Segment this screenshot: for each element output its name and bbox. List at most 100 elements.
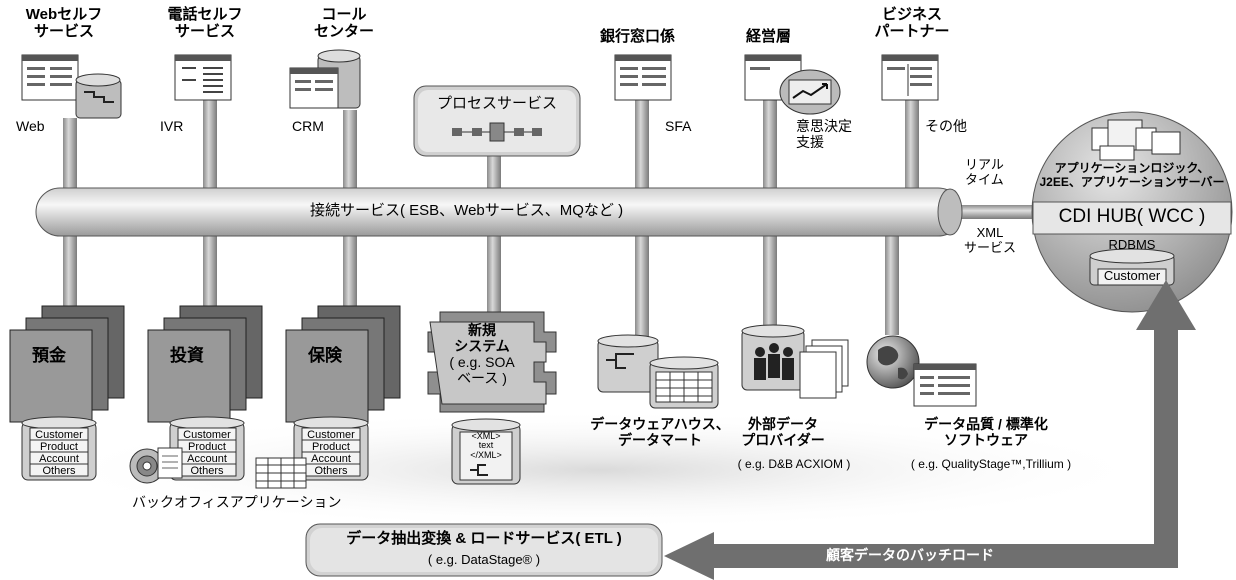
dw-label: データウェアハウス、 データマート xyxy=(580,416,740,448)
ivr-screen-icon xyxy=(174,54,232,101)
call-center-line2: センター xyxy=(313,23,374,41)
xml-doc-label: <XML> text </XML> xyxy=(460,431,512,460)
quality-label: データ品質 / 標準化 ソフトウェア xyxy=(906,416,1066,448)
channel-decision-label: 意思決定 支援 xyxy=(796,118,852,150)
investment-server-stack-icon xyxy=(147,305,263,423)
ext-provider-example: ( e.g. D&B ACXIOM ) xyxy=(737,457,851,471)
bus-label: 接続サービス( ESB、Webサービス、MQなど ) xyxy=(310,202,624,219)
deposit-db-row-box xyxy=(29,463,89,477)
batch-load-arrow xyxy=(664,280,1196,580)
top-pipes xyxy=(63,88,919,198)
web-self-label: Webセルフ サービス xyxy=(14,6,114,41)
batch-load-label: 顧客データのバッチロード xyxy=(826,547,994,563)
bottom-pipes xyxy=(63,235,899,345)
deposit-db-row-text: Customer xyxy=(35,429,83,441)
process-service-label: プロセスサービス xyxy=(436,95,557,112)
call-center-line1: コール xyxy=(321,6,367,23)
new-system-line3: ( e.g. SOA xyxy=(449,354,515,371)
dw-line2: データマート xyxy=(618,432,702,449)
etl-example: ( e.g. DataStage® ) xyxy=(427,552,541,567)
xml-service-line2: サービス xyxy=(963,239,1016,255)
hub-database-icon xyxy=(1089,248,1175,286)
xml-doc-line2: text xyxy=(478,440,494,451)
decision-support-icon xyxy=(744,54,841,115)
call-center-label: コール センター xyxy=(294,6,394,41)
deposit-db-row-text: Product xyxy=(40,441,78,453)
new-system-line1: 新規 xyxy=(468,322,496,338)
data-warehouse-icon xyxy=(597,334,719,409)
cd-disc-icon xyxy=(129,447,183,484)
insurance-db-row-text: Account xyxy=(311,453,351,465)
tel-self-line1: 電話セルフ xyxy=(167,6,243,23)
sfa-screen-icon xyxy=(614,54,672,101)
xml-doc-line3: </XML> xyxy=(470,449,502,460)
quality-line1: データ品質 / 標準化 xyxy=(924,416,1048,432)
channel-other-label: その他 xyxy=(925,118,967,134)
xml-doc-line1: <XML> xyxy=(471,431,501,441)
hub-app-logic-line2: J2EE、アプリケーションサーバー xyxy=(1039,174,1225,189)
ext-provider-line1: 外部データ xyxy=(748,416,818,432)
bank-teller-label: 銀行窓口係 xyxy=(600,28,676,45)
web-self-line2: サービス xyxy=(33,23,94,41)
channel-ivr-label: IVR xyxy=(160,118,184,134)
channel-decision-line1: 意思決定 xyxy=(796,118,852,134)
investment-db-row-text: Product xyxy=(188,441,226,453)
partner-screen-icon xyxy=(881,54,939,101)
hub-app-logic-line1: アプリケーションロジック、 xyxy=(1054,161,1210,175)
external-provider-icon xyxy=(741,324,849,399)
connection-bus xyxy=(35,187,963,237)
deposit-server-stack-icon xyxy=(9,305,125,423)
tel-self-line2: サービス xyxy=(174,23,235,41)
investment-label: 投資 xyxy=(170,346,204,365)
back-office-label: バックオフィスアプリケーション xyxy=(132,494,342,510)
realtime-line2: タイム xyxy=(965,171,1004,187)
web-self-line1: Webセルフ xyxy=(25,6,103,23)
channel-decision-line2: 支援 xyxy=(796,134,824,151)
quality-example: ( e.g. QualityStage™,Trillium ) xyxy=(910,457,1072,471)
management-label: 経営層 xyxy=(746,28,792,45)
business-partner-line1: ビジネス xyxy=(881,6,942,23)
globe-icon xyxy=(866,335,920,389)
hub-app-logic-label: アプリケーションロジック、 J2EE、アプリケーションサーバー xyxy=(1036,161,1228,190)
deposit-label: 預金 xyxy=(32,346,66,365)
xml-service-label: XML サービス xyxy=(960,225,1020,256)
insurance-label: 保険 xyxy=(308,346,342,365)
web-screen-icon xyxy=(21,54,122,119)
deposit-db-row-text: Others xyxy=(42,465,76,477)
new-system-label: 新規 システム ( e.g. SOA ベース ) xyxy=(430,322,534,386)
insurance-server-stack-icon xyxy=(285,305,401,423)
realtime-label: リアル タイム xyxy=(965,157,1004,188)
etl-title: データ抽出変換 & ロードサービス( ETL ) xyxy=(346,530,622,547)
deposit-db-row-text: Account xyxy=(39,453,79,465)
hub-title-band xyxy=(1032,201,1232,235)
crm-screen-icon xyxy=(289,49,361,109)
realtime-line1: リアル xyxy=(965,157,1004,172)
channel-web-label: Web xyxy=(16,118,45,134)
spreadsheet-icon xyxy=(255,457,307,489)
xml-service-line1: XML xyxy=(976,225,1004,240)
tel-self-label: 電話セルフ サービス xyxy=(150,6,260,41)
insurance-db-row-text: Product xyxy=(312,441,350,453)
hub-rdbms-label: RDBMS xyxy=(1108,237,1156,252)
insurance-db-row-text: Others xyxy=(314,465,348,477)
investment-db-row-text: Account xyxy=(187,453,227,465)
new-system-line4: ベース ) xyxy=(457,370,507,387)
new-system-block-icon xyxy=(427,311,557,413)
cdi-hub xyxy=(1031,111,1233,313)
quality-line2: ソフトウェア xyxy=(944,432,1028,449)
process-service-box xyxy=(413,85,581,157)
app-server-cubes-icon xyxy=(1091,119,1181,161)
channel-sfa-label: SFA xyxy=(665,118,692,134)
investment-db-row-text: Others xyxy=(190,465,224,477)
dw-line1: データウェアハウス、 xyxy=(590,416,730,432)
hub-db-label: Customer xyxy=(1103,268,1161,283)
ext-provider-line2: プロバイダー xyxy=(741,432,825,449)
quality-software-window-icon xyxy=(913,363,977,407)
investment-db-row-text: Customer xyxy=(183,429,231,441)
ext-provider-label: 外部データ プロバイダー xyxy=(728,416,838,448)
channel-crm-label: CRM xyxy=(292,118,324,134)
business-partner-line2: パートナー xyxy=(874,23,950,41)
insurance-db-row-text: Customer xyxy=(307,429,355,441)
etl-box xyxy=(305,523,663,577)
